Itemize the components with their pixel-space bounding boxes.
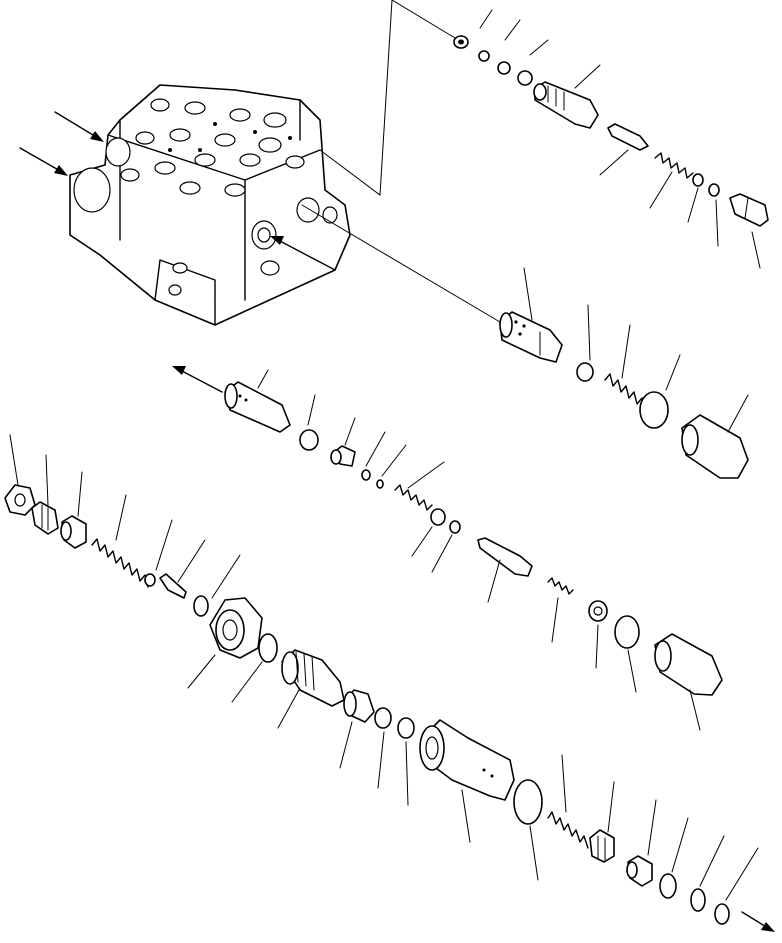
spool-parts-row: [499, 267, 749, 479]
assembly-arrows: [19, 111, 775, 932]
spool-assembly-guide: [301, 204, 501, 323]
middle-parts-row: [224, 369, 723, 731]
valve-body: [69, 84, 351, 326]
top-assembly-guide: [319, 0, 456, 196]
lower-parts-row: [4, 434, 759, 925]
top-parts-chain: [453, 9, 769, 269]
